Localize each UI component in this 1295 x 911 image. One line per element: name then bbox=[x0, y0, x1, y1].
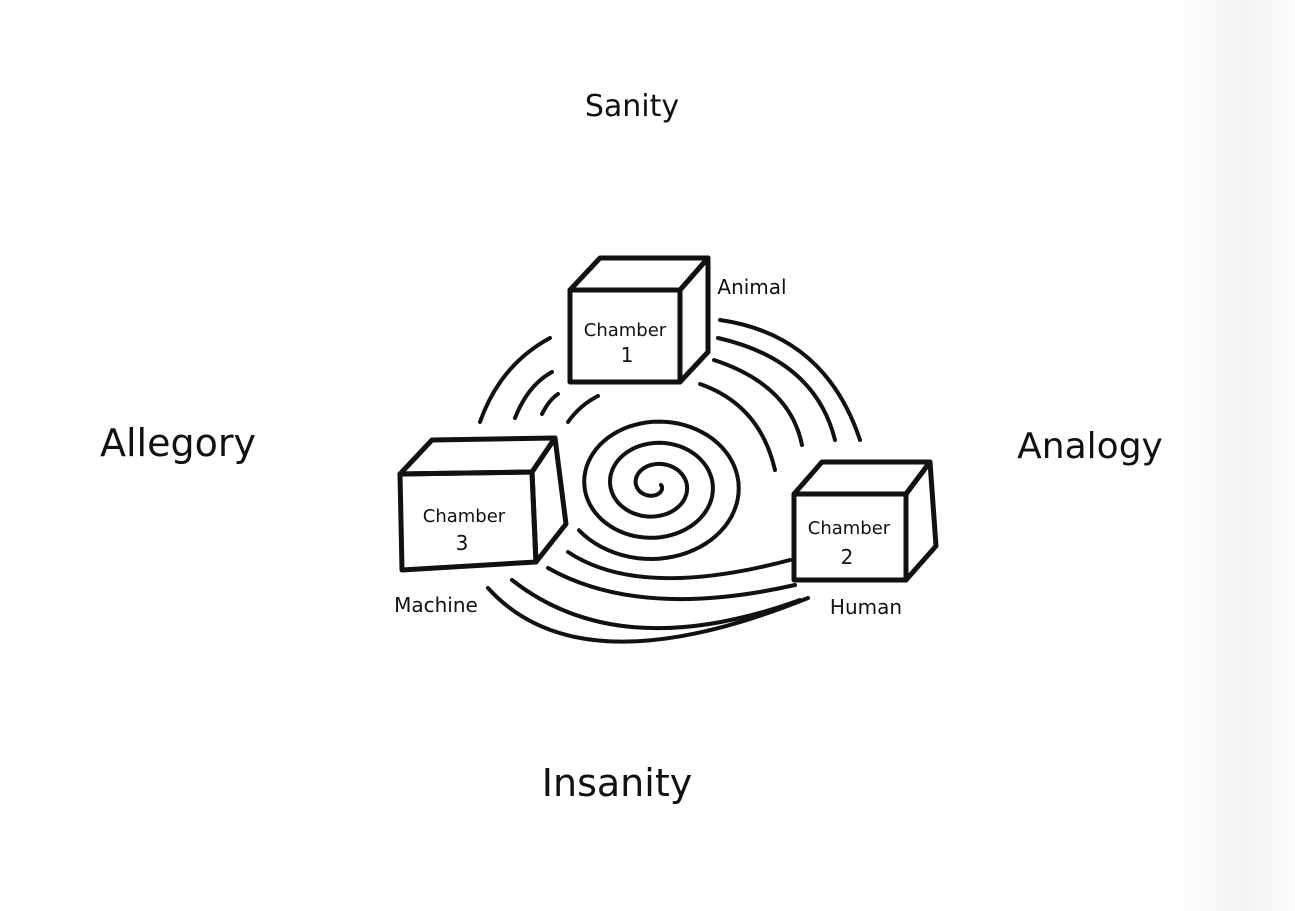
label-sanity: Sanity bbox=[585, 89, 679, 124]
chamber-1-tag-animal: Animal bbox=[717, 275, 786, 299]
label-insanity: Insanity bbox=[542, 761, 692, 805]
ripple-arc bbox=[540, 392, 560, 416]
chamber-1-number: 1 bbox=[621, 343, 634, 367]
ripple-arc bbox=[716, 336, 837, 442]
ripple-arc bbox=[566, 550, 792, 581]
chamber-2-title: Chamber bbox=[808, 518, 891, 539]
ripple-arcs bbox=[478, 318, 862, 644]
ripple-arc bbox=[698, 382, 777, 472]
central-spiral bbox=[577, 419, 741, 561]
chamber-2-tag-human: Human bbox=[830, 595, 902, 619]
chamber-2-box: Chamber 2 bbox=[791, 459, 939, 583]
ripple-arc bbox=[566, 394, 600, 424]
ripple-arc bbox=[712, 358, 804, 447]
chamber-3-title: Chamber bbox=[423, 506, 506, 527]
chamber-3-tag-machine: Machine bbox=[394, 593, 478, 617]
ripple-arc bbox=[513, 370, 554, 420]
label-analogy: Analogy bbox=[1017, 426, 1163, 467]
chamber-3-box: Chamber 3 bbox=[397, 435, 569, 573]
ripple-arc bbox=[510, 578, 802, 631]
ripple-arc bbox=[718, 318, 862, 442]
chamber-2-number: 2 bbox=[841, 545, 854, 569]
chamber-3-number: 3 bbox=[456, 531, 469, 555]
chamber-1-title: Chamber bbox=[584, 320, 667, 341]
label-allegory: Allegory bbox=[100, 421, 256, 465]
chamber-1-box: Chamber 1 bbox=[567, 255, 711, 385]
ripple-arc bbox=[486, 586, 810, 644]
ripple-arc bbox=[478, 336, 552, 424]
ripple-arc bbox=[546, 566, 797, 602]
